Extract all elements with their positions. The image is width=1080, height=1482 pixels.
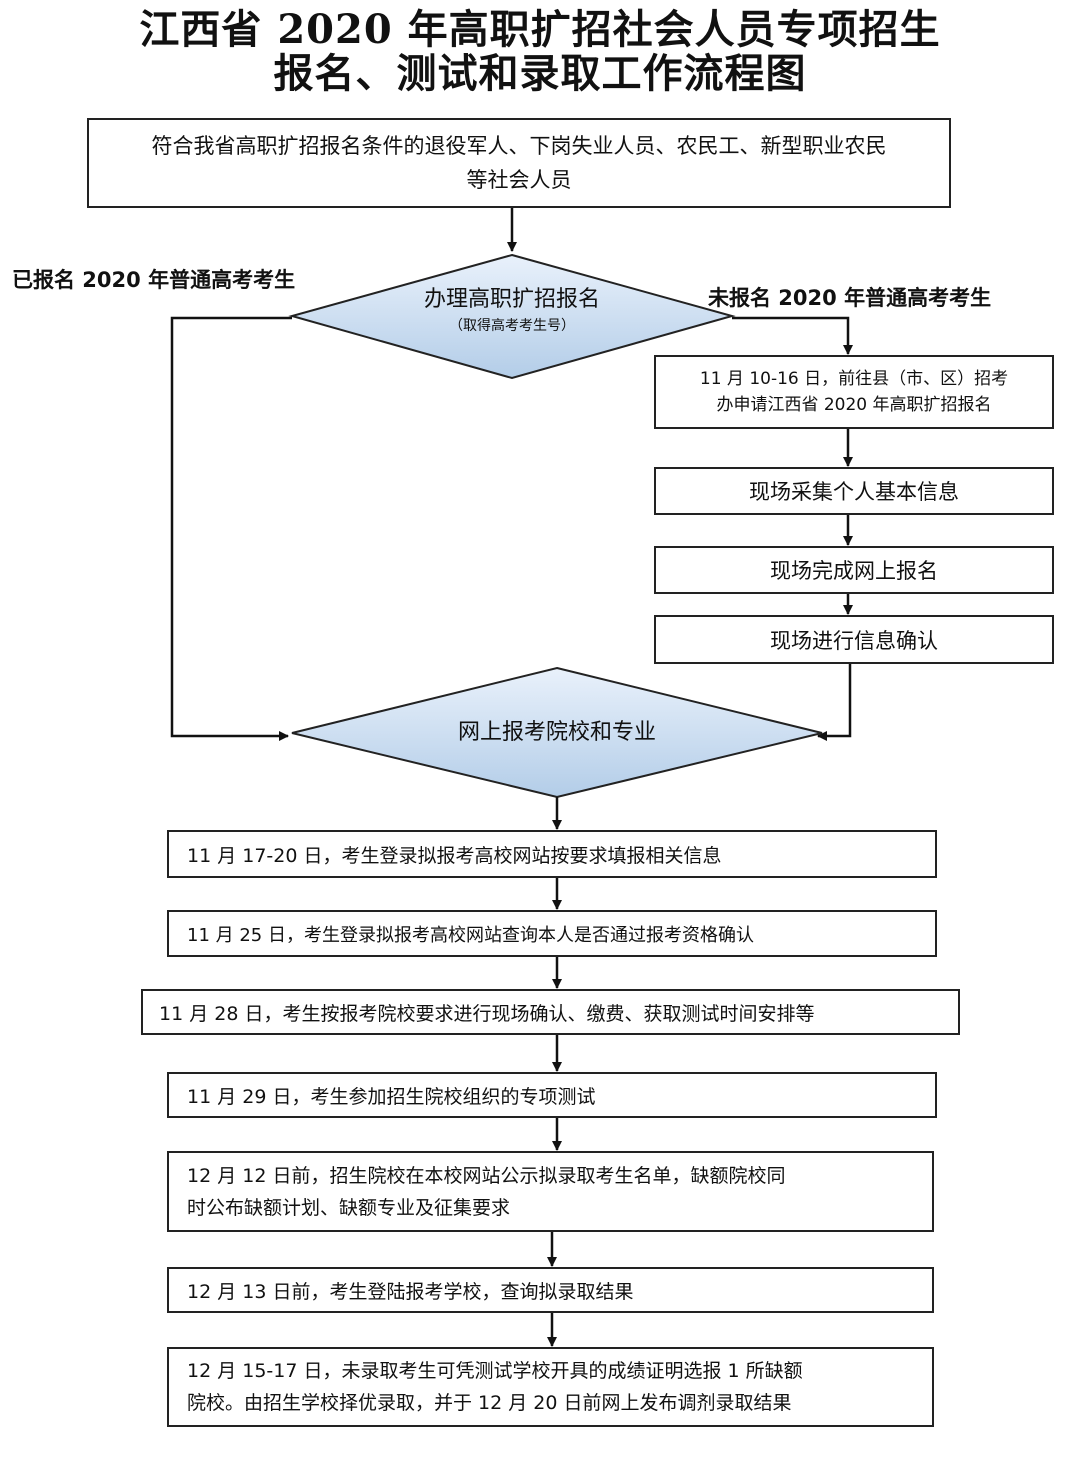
decision-diamond-register	[288, 253, 736, 380]
right-step-collect-info: 现场采集个人基本信息	[654, 467, 1054, 515]
step-onsite-confirmation: 11 月 28 日，考生按报考院校要求进行现场确认、缴费、获取测试时间安排等	[141, 989, 960, 1035]
right-step-1-line-2: 办申请江西省 2020 年高职扩招报名	[716, 395, 992, 415]
decision-register-sub: （取得高考考生号）	[449, 318, 575, 334]
branch-label-unregistered: 未报名 2020 年普通高考考生	[708, 286, 992, 310]
decision-register-main: 办理高职扩招报名	[423, 287, 600, 312]
step-publish-admission-list: 12 月 12 日前，招生院校在本校网站公示拟录取考生名单，缺额院校同 时公布缺…	[167, 1151, 934, 1232]
decision-apply-text: 网上报考院校和专业	[457, 720, 656, 745]
step-supplementary-line-2: 院校。由招生学校择优录取，并于 12 月 20 日前网上发布调剂录取结果	[187, 1392, 792, 1414]
step-special-test: 11 月 29 日，考生参加招生院校组织的专项测试	[167, 1072, 937, 1118]
step-supplementary-admission: 12 月 15-17 日，未录取考生可凭测试学校开具的成绩证明选报 1 所缺额 …	[167, 1347, 934, 1427]
title-line-1: 江西省 2020 年高职扩招社会人员专项招生	[139, 6, 941, 53]
right-step-confirm-info: 现场进行信息确认	[654, 615, 1054, 664]
step-check-eligibility: 11 月 25 日，考生登录拟报考高校网站查询本人是否通过报考资格确认	[167, 910, 937, 957]
step-publish-line-2: 时公布缺额计划、缺额专业及征集要求	[187, 1196, 511, 1219]
right-step-online-registration: 现场完成网上报名	[654, 546, 1054, 594]
step-fill-info: 11 月 17-20 日，考生登录拟报考高校网站按要求填报相关信息	[167, 830, 937, 878]
start-box-line-1: 符合我省高职扩招报名条件的退役军人、下岗失业人员、农民工、新型职业农民	[151, 134, 887, 158]
title-line-2: 报名、测试和录取工作流程图	[273, 50, 807, 97]
right-step-1-line-1: 11 月 10-16 日，前往县（市、区）招考	[699, 369, 1009, 389]
decision-register-text: 办理高职扩招报名 （取得高考考生号）	[372, 284, 652, 336]
step-publish-line-1: 12 月 12 日前，招生院校在本校网站公示拟录取考生名单，缺额院校同	[187, 1164, 786, 1187]
right-step-apply-at-office: 11 月 10-16 日，前往县（市、区）招考 办申请江西省 2020 年高职扩…	[654, 355, 1054, 429]
step-query-result: 12 月 13 日前，考生登陆报考学校，查询拟录取结果	[167, 1267, 934, 1313]
start-box-eligible-people: 符合我省高职扩招报名条件的退役军人、下岗失业人员、农民工、新型职业农民 等社会人…	[87, 118, 951, 208]
start-box-line-2: 等社会人员	[466, 168, 572, 192]
step-supplementary-line-1: 12 月 15-17 日，未录取考生可凭测试学校开具的成绩证明选报 1 所缺额	[187, 1360, 803, 1382]
branch-label-registered: 已报名 2020 年普通高考考生	[12, 268, 296, 292]
